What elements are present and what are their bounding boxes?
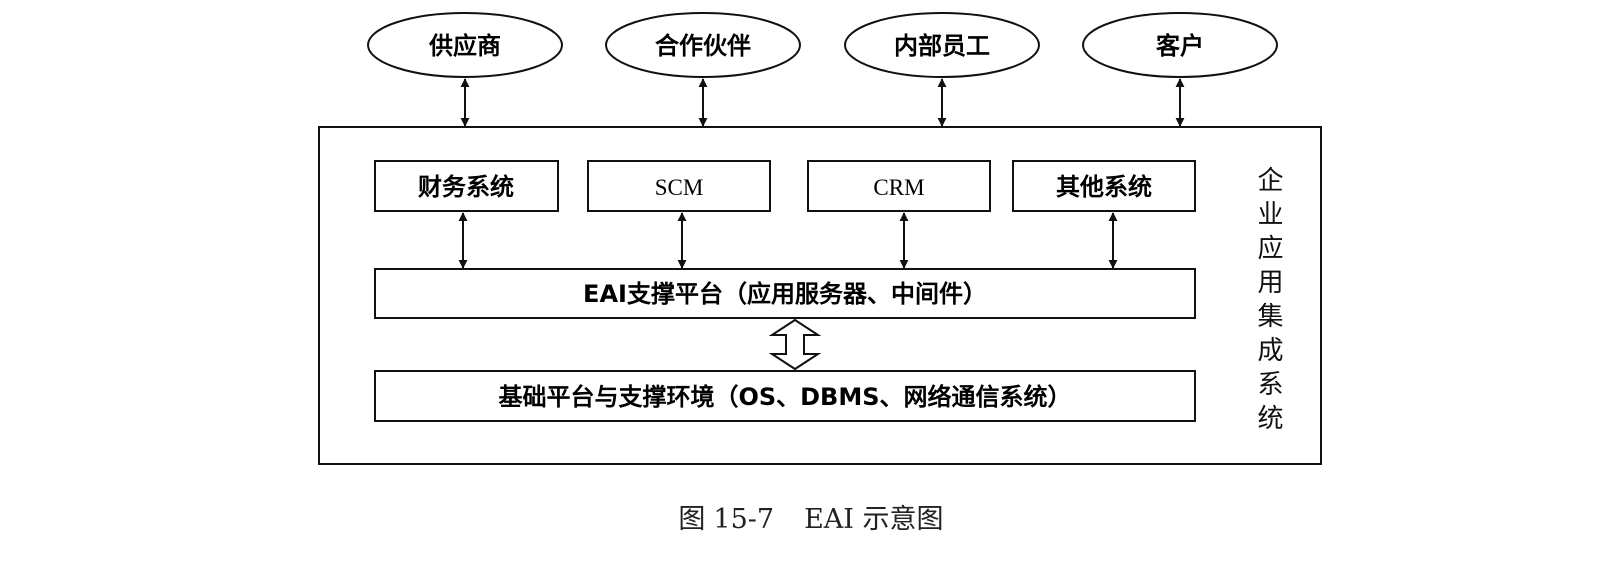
actor-customer: 客户 <box>1082 12 1278 78</box>
actor-customer-label: 客户 <box>1156 32 1204 60</box>
system-finance-label: 财务系统 <box>418 173 514 201</box>
system-scm: SCM <box>587 160 771 212</box>
actor-supplier-label: 供应商 <box>428 32 501 60</box>
eai-platform: EAI支撑平台（应用服务器、中间件） <box>374 268 1196 319</box>
actor-partner-label: 合作伙伴 <box>655 32 751 60</box>
actor-employee: 内部员工 <box>844 12 1040 78</box>
caption-number: 15-7 <box>713 504 775 535</box>
caption-text: EAI 示意图 <box>804 504 944 535</box>
system-crm: CRM <box>807 160 991 212</box>
actor-employee-label: 内部员工 <box>894 32 990 60</box>
caption-prefix: 图 <box>678 504 706 535</box>
eai-platform-label: EAI支撑平台（应用服务器、中间件） <box>583 280 987 308</box>
system-scm-label: SCM <box>655 175 704 200</box>
system-crm-label: CRM <box>873 175 924 200</box>
enterprise-system-label: 企业应用集成系统 <box>1253 166 1283 438</box>
system-other-label: 其他系统 <box>1056 173 1152 201</box>
eai-diagram: 供应商 合作伙伴 内部员工 客户 企业应用集成系统 财务系统 SCM CRM 其… <box>318 12 1322 465</box>
base-platform-label: 基础平台与支撑环境（OS、DBMS、网络通信系统） <box>498 383 1071 411</box>
actor-partner: 合作伙伴 <box>605 12 801 78</box>
actor-supplier: 供应商 <box>367 12 563 78</box>
base-platform: 基础平台与支撑环境（OS、DBMS、网络通信系统） <box>374 370 1196 422</box>
double-arrow-icon <box>768 318 822 371</box>
system-finance: 财务系统 <box>374 160 559 212</box>
system-other: 其他系统 <box>1012 160 1196 212</box>
